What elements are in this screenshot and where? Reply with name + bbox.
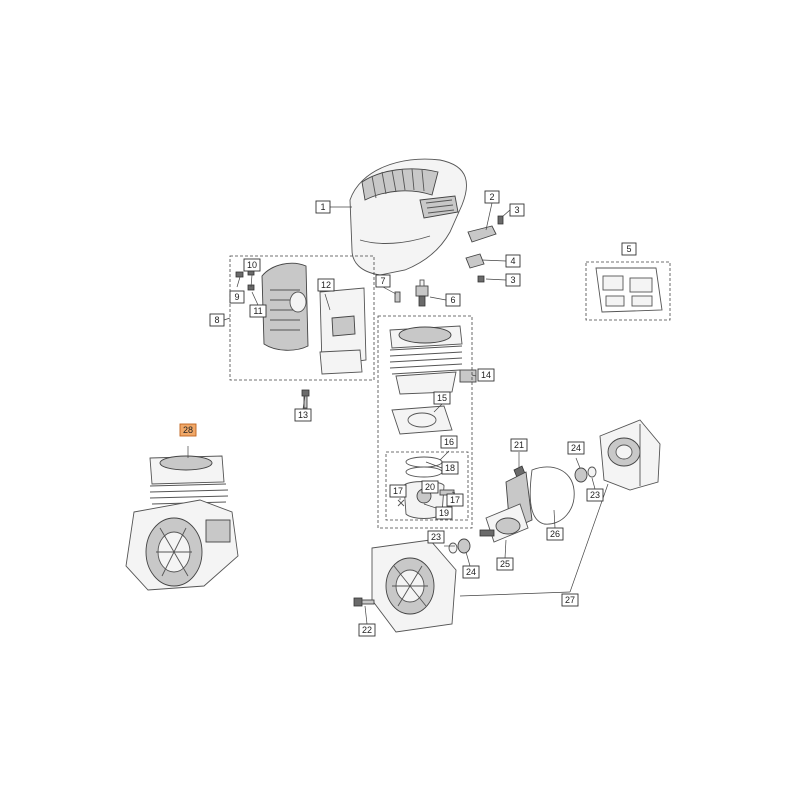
- crankcase-gasket-part: [529, 466, 575, 525]
- callout-15: 15: [433, 391, 451, 405]
- cylinder-group-box: [377, 315, 473, 529]
- svg-text:16: 16: [444, 437, 454, 447]
- callout-6: 6: [445, 293, 461, 307]
- screw-part: [477, 215, 504, 283]
- callout-11: 11: [249, 304, 267, 318]
- svg-text:17: 17: [393, 486, 403, 496]
- svg-text:5: 5: [626, 244, 631, 254]
- callout-14: 14: [477, 368, 495, 382]
- svg-text:26: 26: [550, 529, 560, 539]
- bearing-part: [448, 466, 597, 554]
- svg-text:28: 28: [183, 425, 193, 435]
- piston-group-box: [385, 451, 469, 521]
- svg-text:15: 15: [437, 393, 447, 403]
- svg-text:13: 13: [298, 410, 308, 420]
- engine-assembly-part: [125, 455, 239, 591]
- callout-2: 2: [484, 190, 500, 204]
- svg-text:24: 24: [466, 567, 476, 577]
- svg-text:4: 4: [510, 256, 515, 266]
- engine-cover-part: [349, 158, 467, 276]
- callout-26: 26: [546, 527, 564, 541]
- callout-4: 4: [505, 254, 521, 268]
- callout-8: 8: [209, 313, 225, 327]
- svg-text:22: 22: [362, 625, 372, 635]
- clip-part: [465, 253, 485, 269]
- crankcase-right-part: [599, 419, 661, 491]
- cylinder-gasket-part: [391, 405, 453, 435]
- svg-text:24: 24: [571, 443, 581, 453]
- callout-17a: 17: [389, 484, 407, 498]
- callout-9: 9: [229, 290, 245, 304]
- callout-5: 5: [621, 242, 637, 256]
- callout-24a: 24: [567, 441, 585, 455]
- callout-17b: 17: [446, 493, 464, 507]
- svg-text:9: 9: [234, 292, 239, 302]
- svg-text:6: 6: [450, 295, 455, 305]
- svg-text:11: 11: [253, 306, 262, 316]
- svg-text:21: 21: [514, 440, 524, 450]
- svg-text:19: 19: [439, 508, 449, 518]
- svg-text:12: 12: [321, 280, 331, 290]
- callout-1: 1: [315, 200, 331, 214]
- svg-text:27: 27: [565, 595, 575, 605]
- callout-10: 10: [243, 258, 261, 272]
- callout-12: 12: [317, 278, 335, 292]
- bolt-part-22: [353, 597, 375, 607]
- callout-3: 3: [509, 203, 525, 217]
- svg-text:25: 25: [500, 559, 510, 569]
- spark-plug-part: [415, 279, 429, 307]
- cylinder-part: [389, 325, 477, 395]
- crankshaft-part: [479, 465, 533, 543]
- svg-text:23: 23: [431, 532, 441, 542]
- callout-21: 21: [510, 438, 528, 452]
- svg-text:18: 18: [445, 463, 455, 473]
- callout-25: 25: [496, 557, 514, 571]
- bracket-part: [467, 225, 497, 243]
- bolt-part: [301, 389, 310, 409]
- svg-text:14: 14: [481, 370, 491, 380]
- callout-24b: 24: [462, 565, 480, 579]
- callout-22: 22: [358, 623, 376, 637]
- leader-lines: [187, 202, 609, 625]
- svg-text:10: 10: [247, 260, 257, 270]
- gasket-set-part: [595, 267, 663, 313]
- svg-text:7: 7: [380, 276, 385, 286]
- callout-20: 20: [421, 480, 439, 494]
- callout-23a: 23: [427, 530, 445, 544]
- svg-text:20: 20: [425, 482, 435, 492]
- callout-13: 13: [294, 408, 312, 422]
- callout-3b: 3: [505, 273, 521, 287]
- svg-text:2: 2: [489, 192, 494, 202]
- callout-28-highlighted[interactable]: 28: [179, 423, 197, 437]
- svg-text:8: 8: [214, 315, 219, 325]
- svg-text:3: 3: [510, 275, 515, 285]
- svg-text:1: 1: [320, 202, 325, 212]
- svg-text:17: 17: [450, 495, 460, 505]
- gasket-kit-box: [585, 261, 671, 321]
- callout-23b: 23: [586, 488, 604, 502]
- svg-text:23: 23: [590, 490, 600, 500]
- crankcase-left-part: [371, 539, 457, 633]
- callout-18: 18: [441, 461, 459, 475]
- callout-16: 16: [440, 435, 458, 449]
- svg-text:3: 3: [514, 205, 519, 215]
- pin-part: [394, 291, 401, 303]
- callout-19: 19: [435, 506, 453, 520]
- muffler-group-box: [229, 255, 375, 381]
- callout-7: 7: [375, 274, 391, 288]
- muffler-part: [235, 262, 367, 375]
- callout-27: 27: [561, 593, 579, 607]
